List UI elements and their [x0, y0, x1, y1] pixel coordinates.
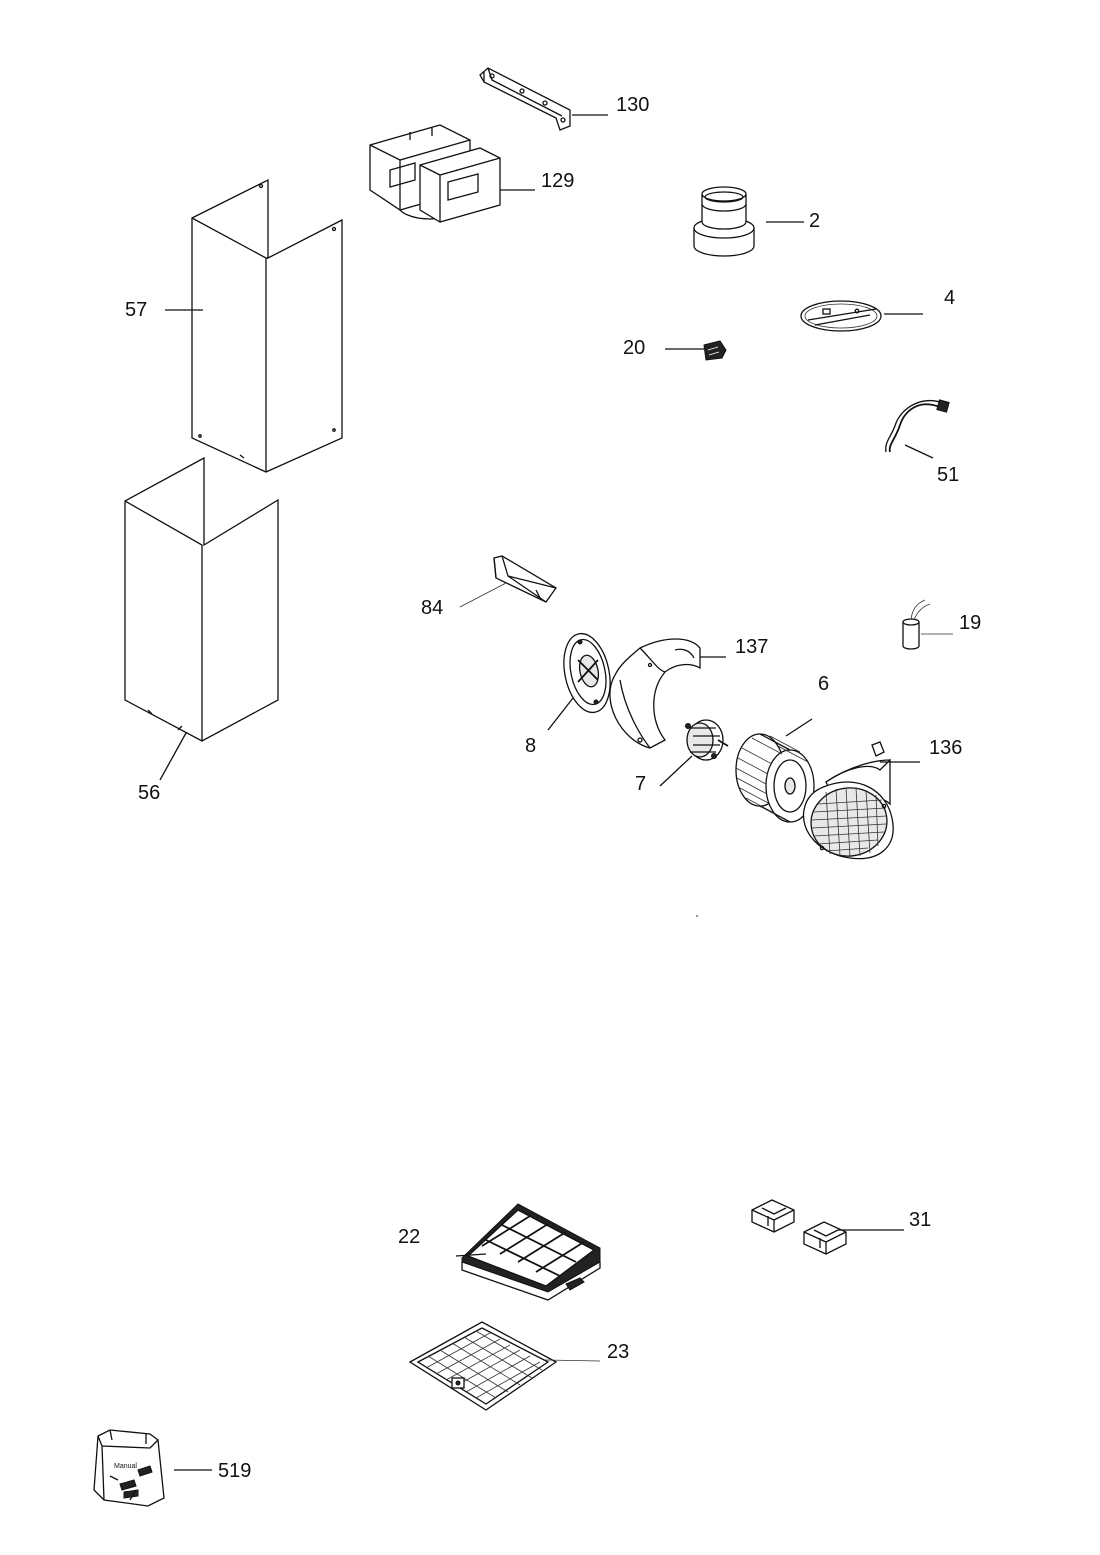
part-130-bracket: [479, 67, 571, 131]
part-51-cable: [885, 399, 950, 453]
label-22: 22: [398, 1226, 420, 1248]
part-56-lower-chimney: [124, 456, 279, 742]
part-22-carbon-filter: [461, 1203, 601, 1301]
label-84: 84: [421, 597, 443, 619]
label-19: 19: [959, 612, 981, 634]
label-57: 57: [125, 299, 147, 321]
part-31-terminal-boxes: [751, 1199, 847, 1255]
part-519-accessory-bag: Manual: [93, 1429, 165, 1507]
label-8: 8: [525, 735, 536, 757]
leader-22: [455, 1253, 487, 1257]
label-23: 23: [607, 1341, 629, 1363]
label-129: 129: [541, 170, 574, 192]
leader-56: [159, 732, 187, 781]
label-51: 51: [937, 464, 959, 486]
part-4-damper-flap: [800, 300, 882, 332]
bag-label: Manual: [114, 1463, 137, 1470]
part-6-impeller: [735, 733, 815, 823]
label-31: 31: [909, 1209, 931, 1231]
label-7: 7: [635, 773, 646, 795]
label-137: 137: [735, 636, 768, 658]
leader-23: [544, 1359, 601, 1362]
label-2: 2: [809, 210, 820, 232]
part-23-grease-filter: [408, 1321, 558, 1411]
part-8-inlet-plate: [563, 632, 611, 714]
label-4: 4: [944, 287, 955, 309]
label-6: 6: [818, 673, 829, 695]
leader-84: [459, 582, 507, 608]
leader-51: [904, 444, 934, 459]
label-130: 130: [616, 94, 649, 116]
part-84-duct-piece: [493, 555, 557, 603]
label-519: 519: [218, 1460, 251, 1482]
part-2-duct-collar: [693, 186, 755, 257]
label-56: 56: [138, 782, 160, 804]
part-129-air-diverter: [369, 124, 501, 223]
leader-8: [547, 697, 574, 731]
part-137-fan-housing: [609, 638, 701, 749]
label-136: 136: [929, 737, 962, 759]
leader-6: [785, 718, 813, 737]
leader-7: [659, 755, 693, 787]
part-136-fan-housing-grille: [802, 741, 894, 860]
part-19-capacitor: [902, 599, 931, 650]
stray-dot: [696, 915, 698, 917]
part-7-motor: [685, 719, 729, 761]
part-20-connector: [703, 340, 727, 361]
label-20: 20: [623, 337, 645, 359]
part-57-upper-chimney: [191, 178, 343, 473]
